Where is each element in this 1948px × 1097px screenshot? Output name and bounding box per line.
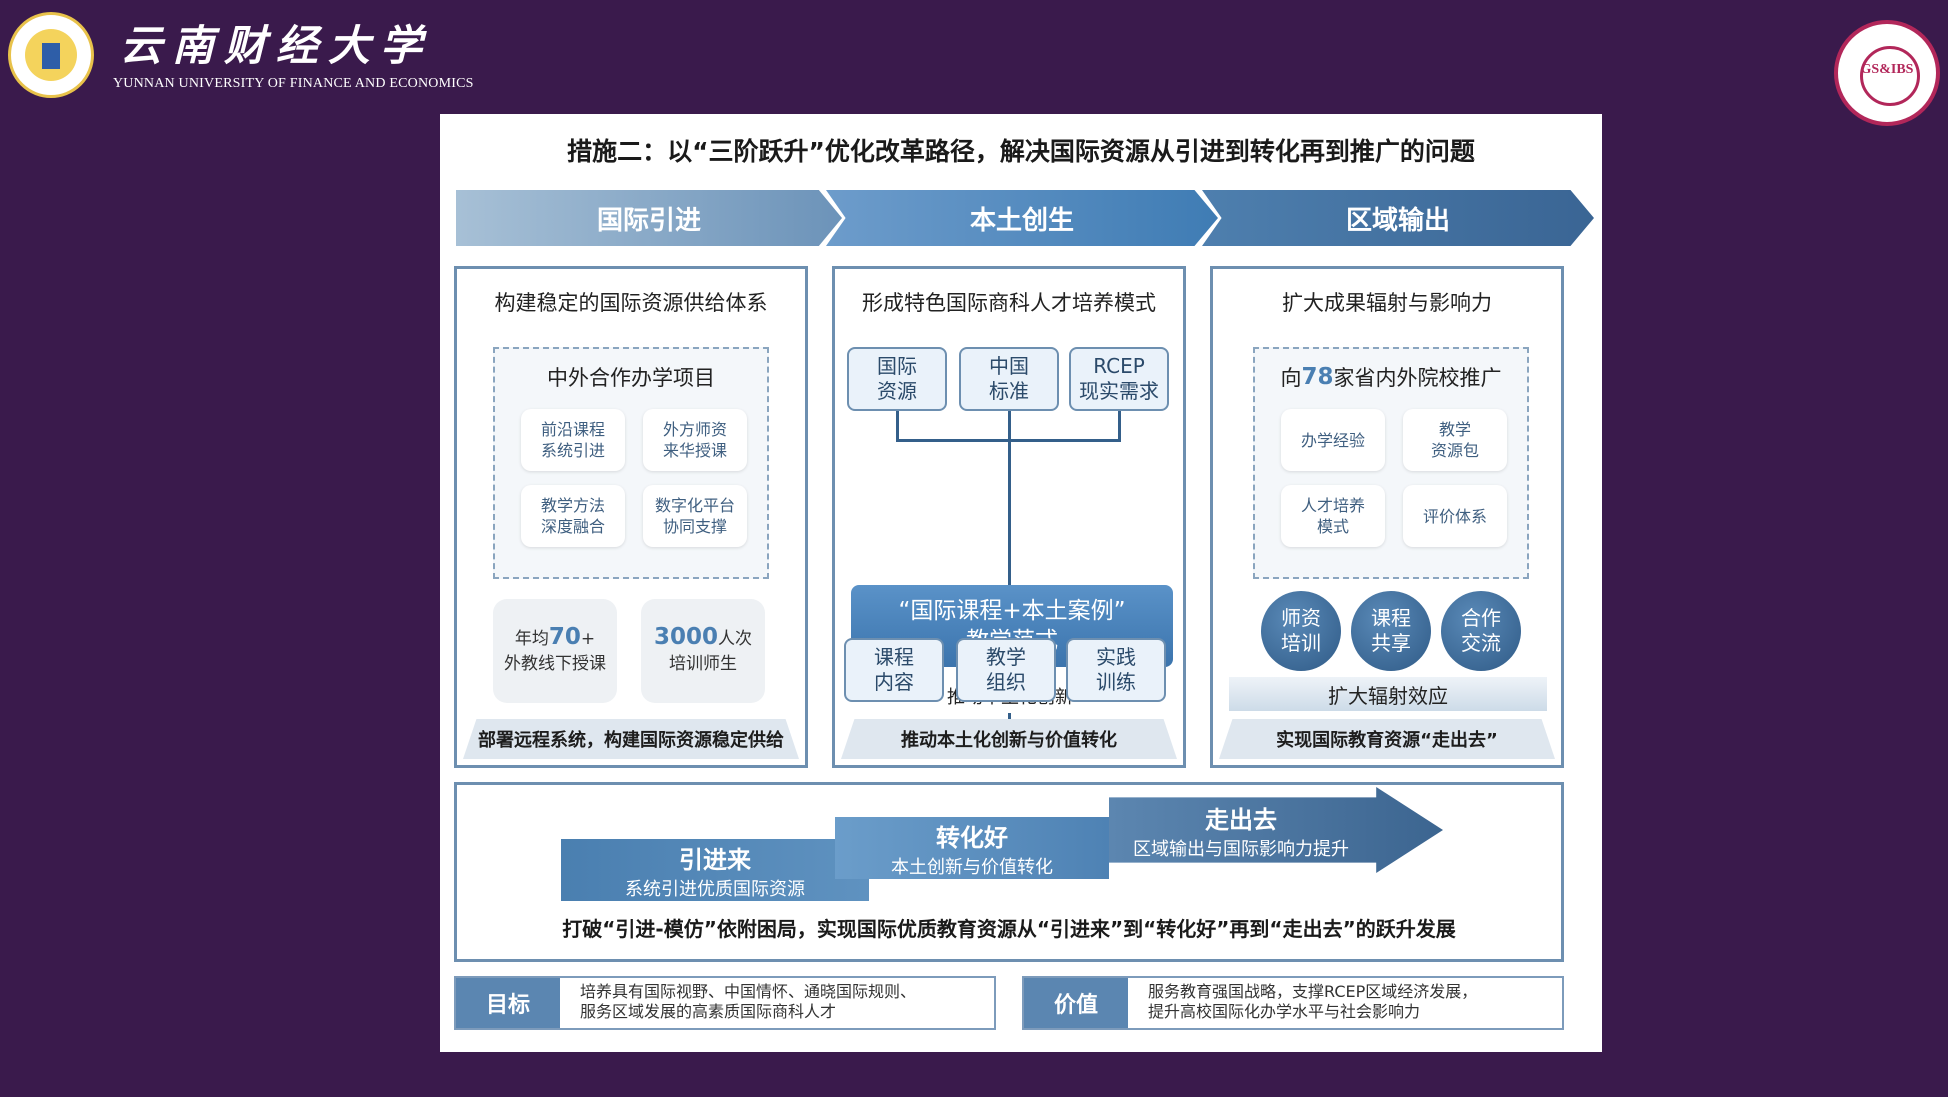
column-introduction: 构建稳定的国际资源供给体系 中外合作办学项目 前沿课程系统引进 外方师资来华授课…: [454, 266, 808, 768]
goal-box: 目标 培养具有国际视野、中国情怀、通晓国际规则、服务区域发展的高素质国际商科人才: [454, 976, 996, 1030]
school-logo: GS&IBS: [1834, 20, 1940, 126]
radiation-platform: 扩大辐射效应: [1229, 677, 1547, 711]
chip: 数字化平台协同支撑: [643, 485, 747, 547]
connector: [1008, 411, 1011, 585]
progress-panel: 引进来系统引进优质国际资源 转化好本土创新与价值转化 走出去区域输出与国际影响力…: [454, 782, 1564, 962]
goal-text: 培养具有国际视野、中国情怀、通晓国际规则、服务区域发展的高素质国际商科人才: [580, 982, 917, 1021]
column-heading: 扩大成果辐射与影响力: [1282, 291, 1492, 315]
university-name-en: YUNNAN UNIVERSITY OF FINANCE AND ECONOMI…: [113, 76, 474, 91]
stage-introduce: 引进来系统引进优质国际资源: [561, 839, 869, 901]
university-name-cn: 云南财经大学: [120, 21, 433, 70]
cooperation-box-title: 中外合作办学项目: [547, 366, 715, 390]
bubble-course-sharing: 课程共享: [1351, 591, 1431, 671]
output-node: 教学组织: [956, 638, 1056, 702]
stage-go-out: 走出去区域输出与国际影响力提升: [1109, 787, 1443, 873]
university-logo: [8, 12, 94, 98]
input-node: 国际资源: [847, 347, 947, 411]
connector: [896, 439, 1121, 442]
cooperation-box: 中外合作办学项目 前沿课程系统引进 外方师资来华授课 教学方法深度融合 数字化平…: [493, 347, 769, 579]
chip: 前沿课程系统引进: [521, 409, 625, 471]
slide: 措施二：以“三阶跃升”优化改革路径，解决国际资源从引进到转化再到推广的问题 国际…: [440, 114, 1602, 1052]
connector: [1118, 411, 1121, 441]
value-tag: 价值: [1024, 978, 1128, 1028]
step-regional-output: 区域输出: [1202, 190, 1594, 246]
output-node: 实践训练: [1066, 638, 1166, 702]
value-text: 服务教育强国战略，支撑RCEP区域经济发展，提升高校国际化办学水平与社会影响力: [1148, 982, 1478, 1021]
chip: 办学经验: [1281, 409, 1385, 471]
bubble-cooperation: 合作交流: [1441, 591, 1521, 671]
column-heading: 构建稳定的国际资源供给体系: [494, 291, 768, 315]
chip: 教学资源包: [1403, 409, 1507, 471]
input-node: 中国标准: [959, 347, 1059, 411]
stat-trainees: 3000人次 培训师生: [641, 599, 765, 703]
stat-foreign-teachers: 年均70+ 外教线下授课: [493, 599, 617, 703]
progress-caption: 打破“引进-模仿”依附困局，实现国际优质教育资源从“引进来”到“转化好”再到“走…: [562, 916, 1456, 941]
chip: 外方师资来华授课: [643, 409, 747, 471]
column-heading: 形成特色国际商科人才培养模式: [862, 291, 1156, 315]
column-footer: 部署远程系统，构建国际资源稳定供给: [463, 719, 799, 759]
column-footer: 实现国际教育资源“走出去”: [1219, 719, 1555, 759]
goal-tag: 目标: [456, 978, 560, 1028]
stage-transform: 转化好本土创新与价值转化: [835, 817, 1109, 879]
logo-tower-icon: [42, 43, 60, 69]
school-logo-text: GS&IBS: [1860, 62, 1914, 77]
step-international-introduction: 国际引进: [456, 190, 842, 246]
bubble-teacher-training: 师资培训: [1261, 591, 1341, 671]
chip: 人才培养模式: [1281, 485, 1385, 547]
chip: 评价体系: [1403, 485, 1507, 547]
globe-icon: [1860, 46, 1920, 106]
output-node: 课程内容: [844, 638, 944, 702]
step-local-innovation: 本土创生: [826, 190, 1218, 246]
chip: 教学方法深度融合: [521, 485, 625, 547]
value-box: 价值 服务教育强国战略，支撑RCEP区域经济发展，提升高校国际化办学水平与社会影…: [1022, 976, 1564, 1030]
connector: [896, 411, 899, 441]
column-footer: 推动本土化创新与价值转化: [841, 719, 1177, 759]
slide-title: 措施二：以“三阶跃升”优化改革路径，解决国际资源从引进到转化再到推广的问题: [567, 137, 1475, 166]
